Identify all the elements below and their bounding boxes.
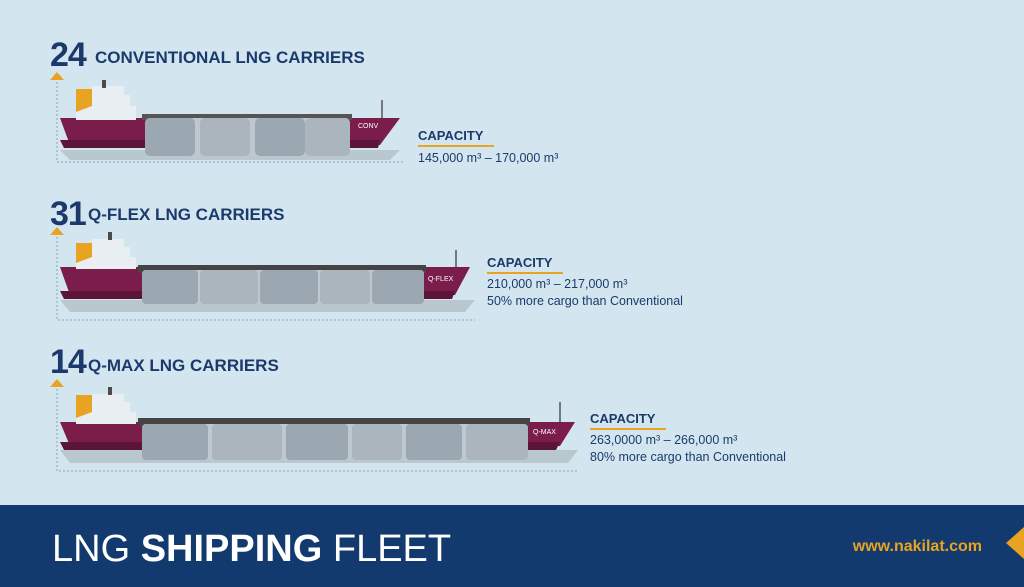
capacity-underline bbox=[418, 145, 494, 147]
capacity-label: CAPACITY bbox=[418, 128, 484, 143]
capacity-label: CAPACITY bbox=[590, 411, 656, 426]
hull-label: CONV bbox=[358, 123, 379, 130]
capacity-range: 210,000 m³ – 217,000 m³ bbox=[487, 277, 628, 291]
qflex-ship-illustration: Q-FLEX bbox=[50, 227, 475, 321]
fleet-section-conventional: 24 CONVENTIONAL LNG CARRIERS CONV CAPACI… bbox=[0, 0, 1024, 185]
fleet-heading: Q-FLEX LNG CARRIERS bbox=[88, 205, 285, 224]
footer-banner: LNG SHIPPING FLEET www.nakilat.com bbox=[0, 505, 1024, 587]
capacity-range: 145,000 m³ – 170,000 m³ bbox=[418, 151, 559, 165]
capacity-note: 50% more cargo than Conventional bbox=[487, 294, 683, 308]
corner-triangle-icon bbox=[1006, 527, 1024, 559]
conventional-ship-illustration: CONV bbox=[50, 72, 405, 163]
title-part-fleet: FLEET bbox=[322, 528, 452, 570]
capacity-label: CAPACITY bbox=[487, 255, 553, 270]
hull-label: Q-MAX bbox=[533, 429, 556, 436]
fleet-heading: CONVENTIONAL LNG CARRIERS bbox=[95, 48, 365, 67]
fleet-count: 31 bbox=[50, 195, 87, 233]
leader-line bbox=[50, 379, 578, 472]
hull-label: Q-FLEX bbox=[428, 276, 454, 283]
capacity-range: 263,0000 m³ – 266,000 m³ bbox=[590, 433, 738, 447]
fleet-count: 14 bbox=[50, 343, 87, 381]
leader-line bbox=[50, 227, 475, 321]
title-part-lng: LNG bbox=[52, 528, 141, 570]
website-link[interactable]: www.nakilat.com bbox=[852, 538, 982, 555]
fleet-heading: Q-MAX LNG CARRIERS bbox=[88, 356, 279, 375]
qmax-ship-illustration: Q-MAX bbox=[50, 379, 578, 472]
fleet-section-qmax: 14 Q-MAX LNG CARRIERS Q-MAX CAPACITY 263… bbox=[0, 340, 1024, 500]
capacity-underline bbox=[487, 272, 563, 274]
fleet-count: 24 bbox=[50, 36, 87, 74]
leader-line bbox=[50, 72, 405, 163]
capacity-note: 80% more cargo than Conventional bbox=[590, 450, 786, 464]
capacity-underline bbox=[590, 428, 666, 430]
title-part-shipping: SHIPPING bbox=[140, 528, 323, 570]
fleet-section-qflex: 31 Q-FLEX LNG CARRIERS Q-FLEX CAPACITY 2… bbox=[0, 185, 1024, 340]
page-title: LNG SHIPPING FLEET bbox=[52, 527, 451, 571]
